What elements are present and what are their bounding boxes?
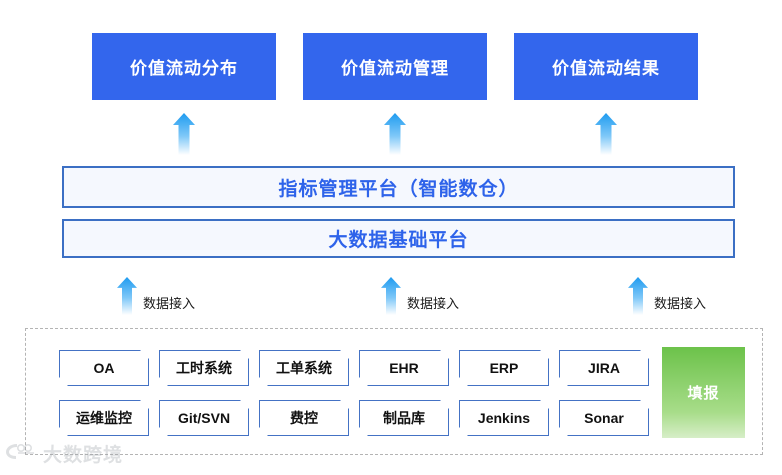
platform-bar-label: 大数据基础平台 (328, 230, 469, 251)
manual-report-label: 填报 (687, 385, 720, 402)
chip-outline (559, 350, 649, 386)
chip-outline (559, 400, 649, 436)
source-chip-label: 费控 (290, 410, 318, 426)
outcome-box-value-flow-result[interactable]: 价值流动结果 (514, 33, 698, 100)
source-chip-label: ERP (489, 360, 519, 376)
chip-outline (159, 400, 249, 436)
platform-bar-big-data-foundation[interactable]: 大数据基础平台 (62, 219, 735, 258)
up-arrow-icon (384, 113, 406, 155)
source-chip-jenkins[interactable]: Jenkins (459, 400, 549, 436)
data-access-label: 数据接入 (654, 296, 707, 311)
source-chip-ehr[interactable]: EHR (359, 350, 449, 386)
chip-outline (259, 350, 349, 386)
up-arrow-icon (595, 113, 617, 155)
chip-outline (459, 350, 549, 386)
source-chip-erp[interactable]: ERP (459, 350, 549, 386)
outcome-box-label: 价值流动分布 (130, 59, 238, 78)
source-chip-label: JIRA (588, 360, 620, 376)
source-chip-ticket-system[interactable]: 工单系统 (259, 350, 349, 386)
outcome-box-label: 价值流动管理 (341, 59, 449, 78)
platform-bar-label: 指标管理平台（智能数仓） (278, 178, 519, 200)
source-chip-jira[interactable]: JIRA (559, 350, 649, 386)
source-chip-label: 工单系统 (276, 360, 332, 376)
chip-outline (59, 400, 149, 436)
up-arrow-icon (628, 277, 648, 315)
chip-outline (159, 350, 249, 386)
source-chip-label: Jenkins (477, 410, 531, 426)
up-arrow-icon (173, 113, 195, 155)
up-arrow-icon (117, 277, 137, 315)
data-access-label: 数据接入 (143, 296, 196, 311)
chip-outline (359, 400, 449, 436)
platform-bar-metrics-management[interactable]: 指标管理平台（智能数仓） (62, 166, 735, 208)
source-chip-label: 工时系统 (176, 360, 232, 376)
source-chip-artifact-repository[interactable]: 制品库 (359, 400, 449, 436)
source-chip-git-svn[interactable]: Git/SVN (159, 400, 249, 436)
source-chip-label: Git/SVN (177, 410, 231, 426)
source-chip-expense-control[interactable]: 费控 (259, 400, 349, 436)
source-systems-container: OA 工时系统 工单系统 EHR ERP JIRA 运维监控 Gi (25, 328, 763, 455)
source-chip-label: EHR (389, 360, 419, 376)
source-chip-label: Sonar (584, 410, 624, 426)
source-chip-timesheet-system[interactable]: 工时系统 (159, 350, 249, 386)
chip-outline (459, 400, 549, 436)
chip-outline (359, 350, 449, 386)
outcome-box-value-flow-management[interactable]: 价值流动管理 (303, 33, 487, 100)
data-access-label: 数据接入 (407, 296, 460, 311)
chip-outline (259, 400, 349, 436)
source-chip-sonar[interactable]: Sonar (559, 400, 649, 436)
source-chip-label: 运维监控 (76, 410, 132, 426)
up-arrow-icon (381, 277, 401, 315)
outcome-box-label: 价值流动结果 (552, 59, 660, 78)
outcome-box-value-flow-distribution[interactable]: 价值流动分布 (92, 33, 276, 100)
manual-report-block[interactable]: 填报 (662, 347, 745, 438)
source-chip-label: 制品库 (383, 410, 425, 426)
chip-outline (59, 350, 149, 386)
source-chip-ops-monitoring[interactable]: 运维监控 (59, 400, 149, 436)
source-chip-oa[interactable]: OA (59, 350, 149, 386)
source-chip-label: OA (93, 360, 115, 376)
